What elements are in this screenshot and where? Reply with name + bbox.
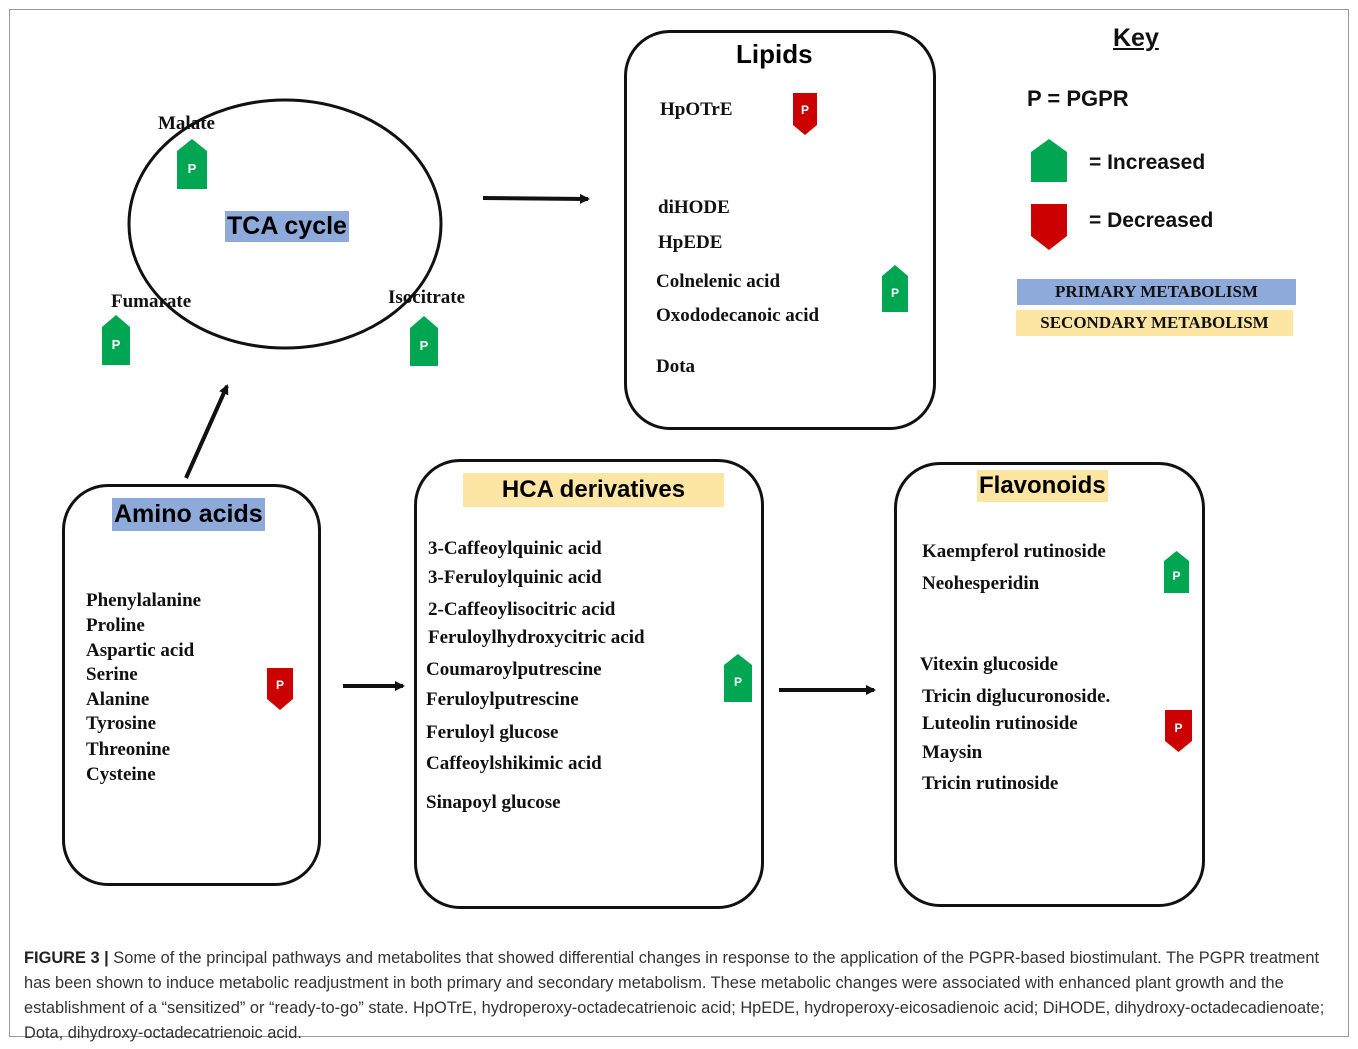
amino-tyrosine: Tyrosine [86, 713, 157, 734]
tca-cycle-circle [127, 98, 443, 350]
hca-item: 3-Caffeoylquinic acid [428, 538, 602, 559]
key-increased-label: = Increased [1089, 151, 1206, 174]
decreased-marker-icon: P [793, 93, 817, 135]
decreased-marker-icon: P [267, 668, 293, 710]
lipids-title: Lipids [736, 39, 813, 69]
flavonoids-box [894, 462, 1205, 907]
flav-neohesperidin: Neohesperidin [922, 573, 1040, 594]
marker-letter: P [188, 161, 197, 176]
amino-cysteine: Cysteine [86, 764, 156, 785]
arrow-tca-to-lipids [482, 193, 590, 204]
tca-malate: Malate [158, 113, 215, 134]
tca-isocitrate: Isocitrate [388, 287, 466, 308]
key-p-definition: P = PGPR [1027, 86, 1129, 111]
increased-marker-icon: P [1164, 551, 1189, 593]
increased-marker-icon: P [102, 315, 130, 365]
figure-frame [9, 9, 1349, 1037]
tca-title: TCA cycle [225, 211, 349, 242]
marker-letter: P [734, 675, 742, 689]
caption-text: Some of the principal pathways and metab… [24, 949, 1325, 1042]
amino-proline: Proline [86, 615, 145, 636]
marker-letter: P [1174, 721, 1182, 735]
marker-letter: P [420, 338, 429, 353]
hca-title: HCA derivatives [463, 473, 724, 507]
increased-marker-icon: P [410, 316, 438, 366]
hca-box [414, 459, 764, 909]
hca-item: Coumaroylputrescine [426, 659, 602, 680]
increased-marker-icon: P [882, 265, 908, 312]
marker-letter: P [1172, 569, 1180, 583]
flav-luteolin: Luteolin rutinoside [922, 713, 1078, 734]
key-secondary-metabolism: SECONDARY METABOLISM [1016, 310, 1293, 336]
key-primary-metabolism: PRIMARY METABOLISM [1017, 279, 1296, 305]
amino-aspartic: Aspartic acid [86, 640, 195, 661]
caption-label: FIGURE 3 | [24, 949, 109, 967]
marker-letter: P [891, 286, 899, 300]
marker-letter: P [276, 678, 284, 692]
figure-caption: FIGURE 3 | Some of the principal pathway… [24, 946, 1334, 1046]
increased-marker-icon: P [724, 654, 752, 702]
lipid-dota: Dota [656, 356, 696, 377]
flav-maysin: Maysin [922, 742, 983, 763]
flav-vitexin: Vitexin glucoside [920, 654, 1059, 675]
marker-letter: P [801, 103, 809, 117]
lipid-dihode: diHODE [658, 197, 730, 218]
flavonoids-title: Flavonoids [977, 470, 1108, 502]
hca-item: Sinapoyl glucose [426, 792, 561, 813]
lipid-oxododecanoic: Oxododecanoic acid [656, 305, 820, 326]
decreased-marker-icon: P [1165, 710, 1192, 752]
hca-item: 3-Feruloylquinic acid [428, 567, 602, 588]
tca-fumarate: Fumarate [111, 291, 192, 312]
lipids-box [624, 30, 936, 430]
key-title: Key [1113, 24, 1159, 52]
flav-kaempferol: Kaempferol rutinoside [922, 541, 1106, 562]
arrow-amino-to-tca [184, 384, 229, 479]
marker-letter: P [112, 337, 121, 352]
increased-marker-icon: P [177, 139, 207, 189]
hca-item: Caffeoylshikimic acid [426, 753, 602, 774]
key-decreased-label: = Decreased [1089, 209, 1214, 232]
lipid-colnelenic: Colnelenic acid [656, 271, 781, 292]
key-decreased-icon [1031, 204, 1067, 250]
hca-item: Feruloylhydroxycitric acid [428, 627, 645, 648]
amino-acids-title: Amino acids [112, 498, 265, 531]
hca-item: Feruloylputrescine [426, 689, 579, 710]
amino-alanine: Alanine [86, 689, 150, 710]
lipid-hpotre: HpOTrE [660, 99, 733, 120]
amino-threonine: Threonine [86, 739, 171, 760]
flav-tricin-diglucuronoside: Tricin diglucuronoside. [922, 686, 1111, 707]
lipid-hpede: HpEDE [658, 232, 723, 253]
amino-serine: Serine [86, 664, 138, 685]
hca-item: Feruloyl glucose [426, 722, 559, 743]
key-increased-icon [1031, 139, 1067, 182]
hca-item: 2-Caffeoylisocitric acid [428, 599, 616, 620]
amino-phenylalanine: Phenylalanine [86, 590, 202, 611]
flav-tricin-rutinoside: Tricin rutinoside [922, 773, 1059, 794]
